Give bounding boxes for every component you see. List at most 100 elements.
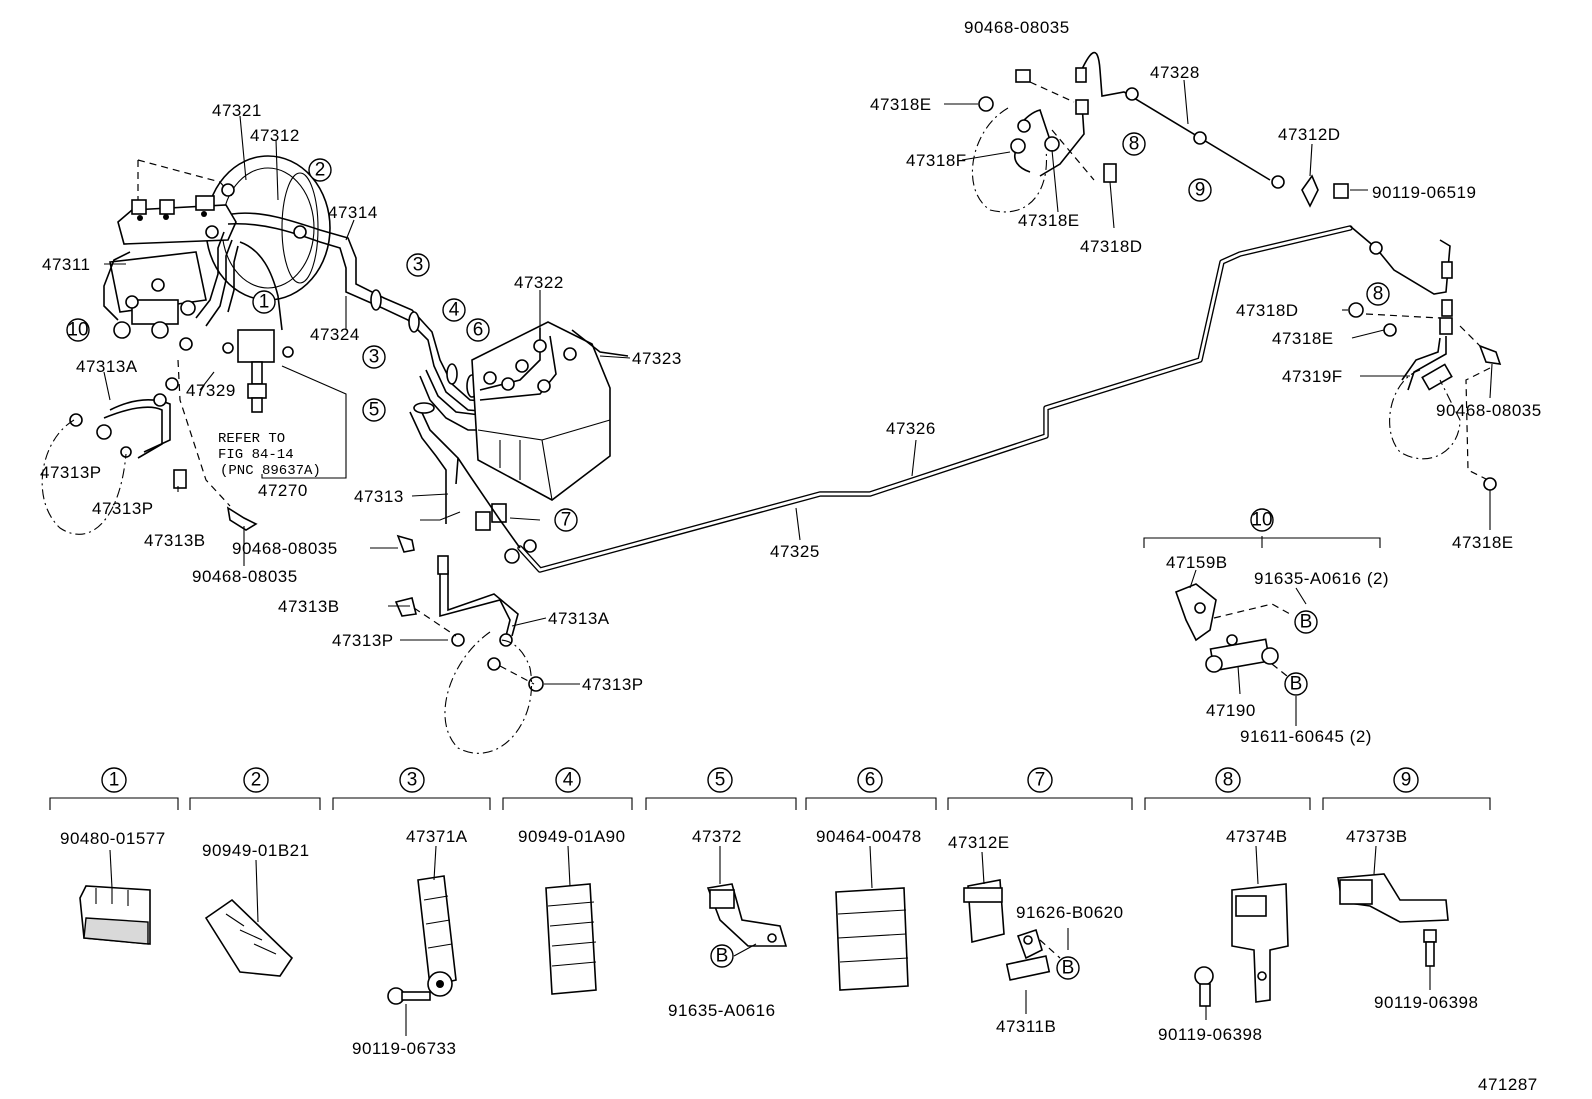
marker-6: 6 [466,318,490,342]
label-90468-08035-front-right: 90468-08035 [232,539,338,558]
label-47324: 47324 [310,325,360,344]
label-47321: 47321 [212,101,262,120]
svg-text:8: 8 [1129,134,1140,155]
clamp-90949-01A90 [545,845,597,995]
detail-group-1: 1 90480-01577 [60,767,166,848]
label-47312E: 47312E [948,833,1010,852]
detail-group-7: 7 47312E 91626-B0620 B 47311B [948,767,1124,1036]
svg-text:8: 8 [1373,284,1384,305]
clip-47311B [1005,928,1069,1014]
label-47318D-rear-right: 47318D [1236,301,1299,320]
clamp-47371A [417,845,457,997]
label-47318E-rear-right-a: 47318E [1272,329,1334,348]
label-47372: 47372 [692,827,742,846]
svg-text:1: 1 [109,770,120,791]
detail-group-6: 6 90464-00478 [816,767,921,846]
clamp-90464-00478 [835,845,909,991]
svg-text:7: 7 [1035,770,1046,791]
clamp-90480-01577 [79,849,151,945]
label-47313A-front-right: 47313A [548,609,610,628]
abs-actuator [471,321,629,501]
refer-note-line-3: (PNC 89637A) [220,463,321,479]
detail-group-8: 8 47374B 90119-06398 [1158,767,1288,1044]
label-47319F: 47319F [1282,367,1343,386]
svg-text:3: 3 [413,255,424,276]
svg-text:B: B [1290,674,1303,695]
detail-group-brackets [49,797,1491,810]
refer-note-line-1: REFER TO [218,431,285,447]
svg-text:9: 9 [1195,180,1206,201]
label-47374B: 47374B [1226,827,1288,846]
label-90468-08035-rear-left: 90468-08035 [964,18,1070,37]
detail-group-2: 2 90949-01B21 [202,767,310,860]
label-47326: 47326 [886,419,936,438]
svg-text:2: 2 [251,770,262,791]
label-90119-06398-detail-9: 90119-06398 [1374,993,1478,1012]
label-47318E-rear-left-a: 47318E [870,95,932,114]
marker-8-b: 8 [1366,282,1390,306]
svg-text:9: 9 [1401,770,1412,791]
label-47325: 47325 [770,542,820,561]
label-90480-01577: 90480-01577 [60,829,166,848]
svg-text:5: 5 [715,770,726,791]
rear-left-brake [971,51,1349,213]
svg-text:4: 4 [563,770,574,791]
label-47312: 47312 [250,126,300,145]
marker-B-b: B [1284,672,1308,696]
svg-text:10: 10 [1251,510,1272,531]
svg-text:10: 10 [67,320,88,341]
marker-B-detail-7: B [1062,958,1075,979]
label-90949-01B21: 90949-01B21 [202,841,310,860]
label-90119-06398-detail-8: 90119-06398 [1158,1025,1262,1044]
refer-note-line-2: FIG 84-14 [218,447,294,463]
label-47159B: 47159B [1166,553,1228,572]
svg-text:4: 4 [449,300,460,321]
svg-text:B: B [1300,612,1313,633]
proportioning-valve-assembly [109,251,207,339]
main-rear-tube [457,225,1353,573]
label-47371A: 47371A [406,827,468,846]
label-47313B-front-left: 47313B [144,531,206,550]
label-47329: 47329 [186,381,236,400]
label-47312D: 47312D [1278,125,1341,144]
bracket-47373B [1337,845,1449,923]
marker-7: 7 [554,508,578,532]
bolt-90119-06398-a [1194,966,1214,1020]
label-90949-01A90: 90949-01A90 [518,827,626,846]
label-47322: 47322 [514,273,564,292]
svg-text:8: 8 [1223,770,1234,791]
label-47270: 47270 [258,481,308,500]
part-labels: 47321 47312 47314 47311 47324 47322 4732… [40,18,1542,746]
svg-text:6: 6 [865,770,876,791]
svg-text:3: 3 [407,770,418,791]
bolt-90119-06398-b [1423,929,1437,990]
marker-8-a: 8 [1122,132,1146,156]
refer-note: REFER TO FIG 84-14 (PNC 89637A) [218,431,321,479]
label-47311B: 47311B [996,1017,1056,1036]
rear-right-brake [1348,225,1502,491]
marker-2: 2 [308,158,332,182]
marker-3-a: 3 [406,253,430,277]
label-47318F: 47318F [906,151,967,170]
label-91626-B0620: 91626-B0620 [1016,903,1124,922]
detail-group-3: 3 47371A 90119-06733 [352,767,468,1058]
bolt-90119-06733 [387,987,431,1036]
label-47314: 47314 [328,203,378,222]
front-right-hose [394,534,544,754]
figure-id: 471287 [1478,1075,1538,1094]
svg-text:5: 5 [369,400,380,421]
bracket-47374B [1231,845,1289,1003]
front-left-hose [41,359,258,535]
label-47313: 47313 [354,487,404,506]
detail-group-4: 4 90949-01A90 [518,767,626,846]
label-90468-08035-front-left: 90468-08035 [192,567,298,586]
marker-3-b: 3 [362,345,386,369]
svg-text:2: 2 [315,160,326,181]
label-90119-06733: 90119-06733 [352,1039,456,1058]
label-91611-60645-2: 91611-60645 (2) [1240,727,1372,746]
label-90119-06519: 90119-06519 [1372,183,1476,202]
leader-lines [103,79,1493,726]
label-90468-08035-rear-right: 90468-08035 [1436,401,1542,420]
label-47313P-front-right-a: 47313P [332,631,394,650]
svg-text:1: 1 [259,292,270,313]
